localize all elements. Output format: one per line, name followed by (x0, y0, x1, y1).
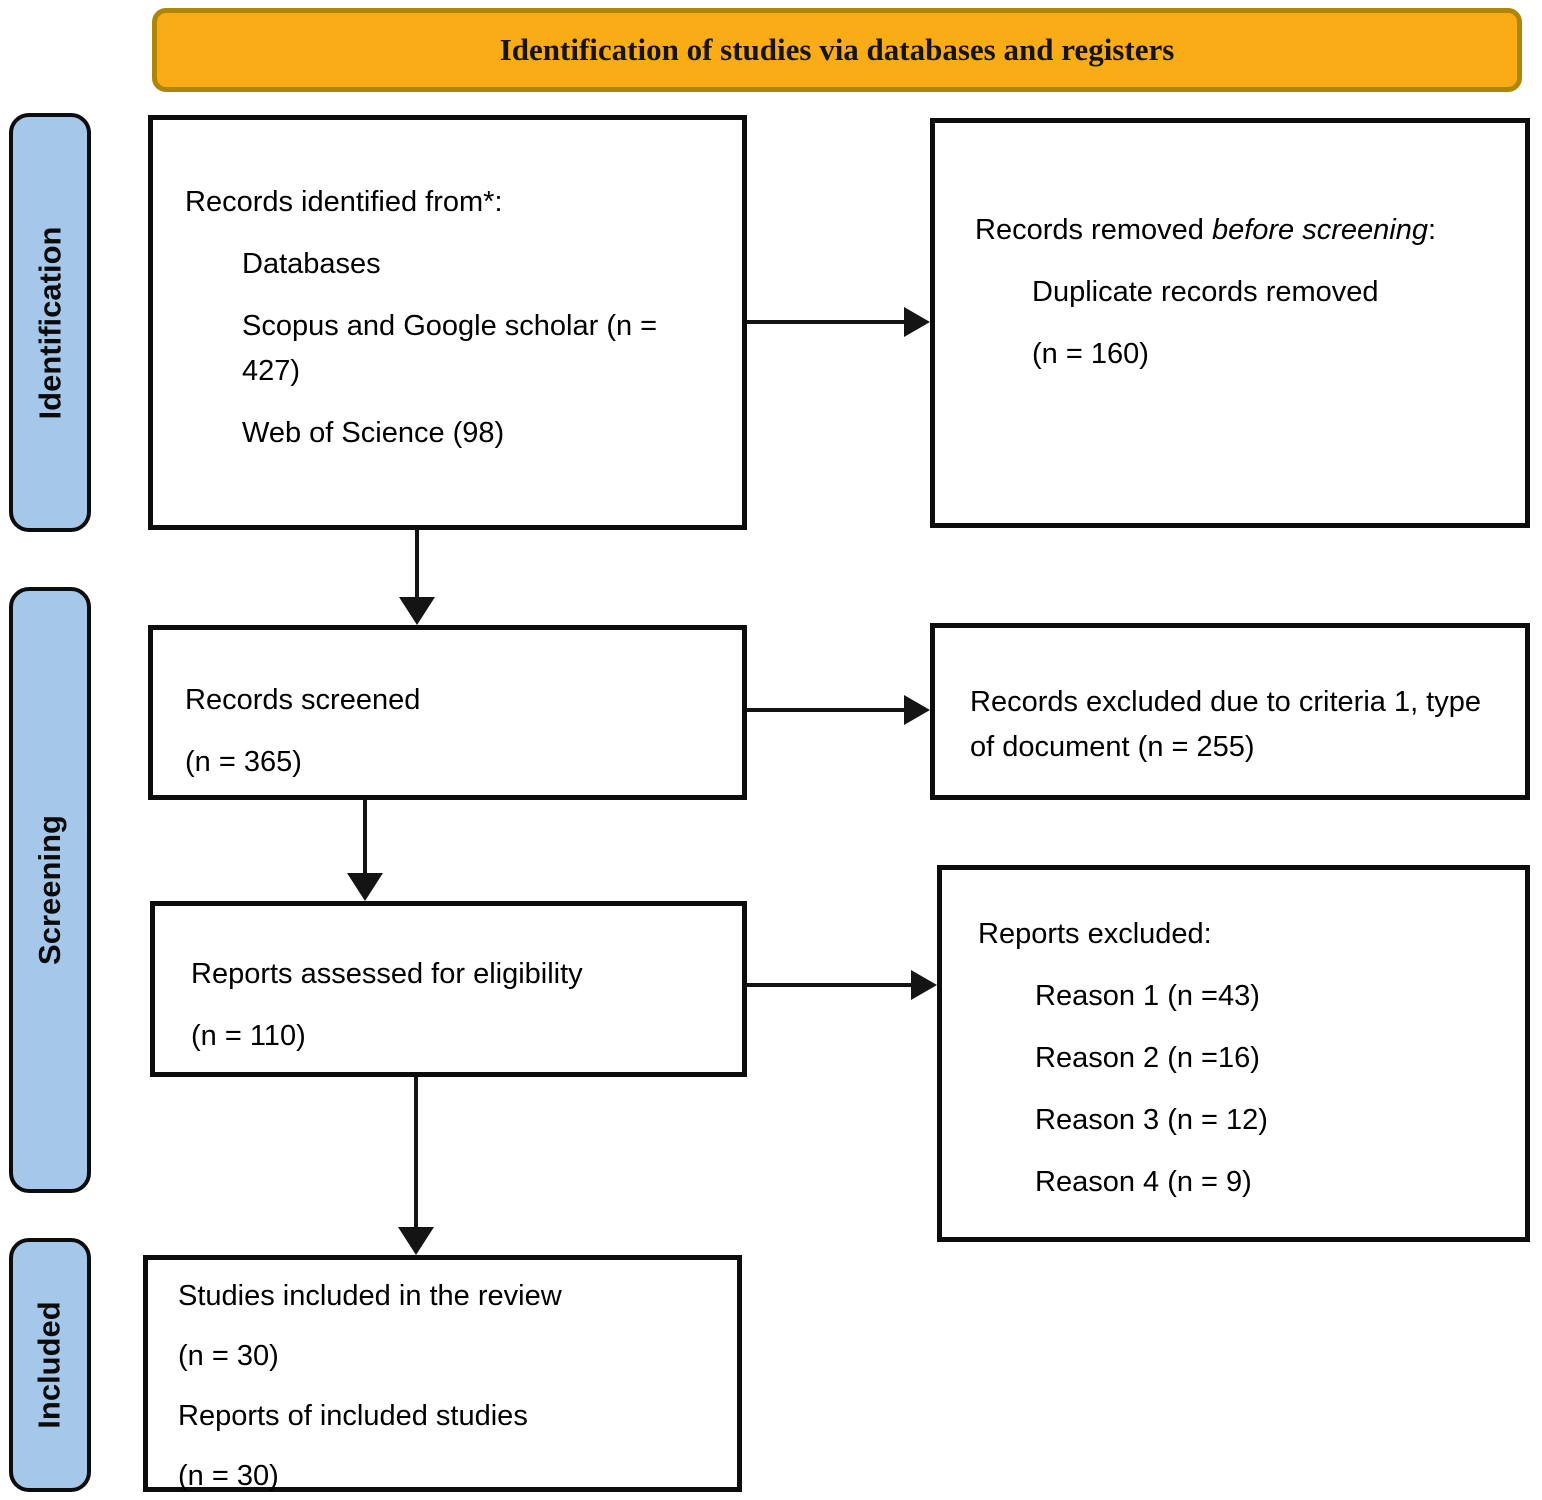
arrow-down-icon (398, 1077, 434, 1255)
arrow-down-icon (399, 530, 435, 625)
studies-included-line: Reports of included studies (178, 1399, 528, 1432)
arrow-down-icon (347, 800, 383, 901)
arrow-right-icon (747, 970, 937, 1000)
box-records-screened: Records screened (n = 365) (148, 625, 747, 800)
studies-included-line: Studies included in the review (178, 1280, 562, 1312)
records-excluded-text: Records excluded due to criteria 1, type… (970, 686, 1481, 763)
records-identified-item: Scopus and Google scholar (n = 427) (242, 309, 658, 387)
reports-excluded-reason: Reason 4 (n = 9) (1035, 1165, 1252, 1198)
arrow-right-icon (747, 695, 930, 725)
reports-assessed-line: (n = 110) (191, 1019, 306, 1052)
box-reports-excluded: Reports excluded: Reason 1 (n =43) Reaso… (937, 865, 1530, 1242)
records-removed-item: (n = 160) (1032, 337, 1149, 370)
box-reports-assessed: Reports assessed for eligibility (n = 11… (150, 901, 747, 1077)
banner-title: Identification of studies via databases … (499, 32, 1175, 67)
records-removed-item: Duplicate records removed (1032, 275, 1379, 308)
box-studies-included: Studies included in the review (n = 30) … (143, 1255, 742, 1492)
box-records-excluded: Records excluded due to criteria 1, type… (930, 623, 1530, 800)
records-screened-line: (n = 365) (185, 745, 302, 778)
reports-excluded-reason: Reason 1 (n =43) (1035, 979, 1260, 1012)
arrow-right-icon (747, 307, 930, 337)
records-identified-item: Databases (242, 247, 381, 280)
records-removed-title: Records removed before screening: (975, 214, 1437, 246)
stage-label-identification-text: Identification (32, 226, 68, 419)
studies-included-line: (n = 30) (178, 1459, 279, 1492)
stage-label-included-text: Included (32, 1301, 68, 1429)
records-screened-line: Records screened (185, 684, 421, 716)
records-removed-title-italic: before screening (1211, 214, 1428, 246)
records-identified-title: Records identified from*: (185, 186, 503, 218)
stage-label-identification: Identification (9, 113, 91, 532)
records-identified-item: Web of Science (98) (242, 416, 505, 449)
reports-excluded-reason: Reason 3 (n = 12) (1035, 1103, 1268, 1136)
reports-excluded-title: Reports excluded: (978, 918, 1212, 950)
box-records-identified: Records identified from*: Databases Scop… (148, 115, 747, 530)
studies-included-line: (n = 30) (178, 1339, 279, 1372)
stage-label-screening-text: Screening (32, 815, 68, 965)
banner: Identification of studies via databases … (152, 8, 1522, 92)
reports-assessed-line: Reports assessed for eligibility (191, 958, 583, 990)
reports-excluded-reason: Reason 2 (n =16) (1035, 1041, 1260, 1074)
box-records-removed: Records removed before screening: Duplic… (930, 118, 1530, 528)
stage-label-included: Included (9, 1238, 91, 1492)
stage-label-screening: Screening (9, 587, 91, 1193)
